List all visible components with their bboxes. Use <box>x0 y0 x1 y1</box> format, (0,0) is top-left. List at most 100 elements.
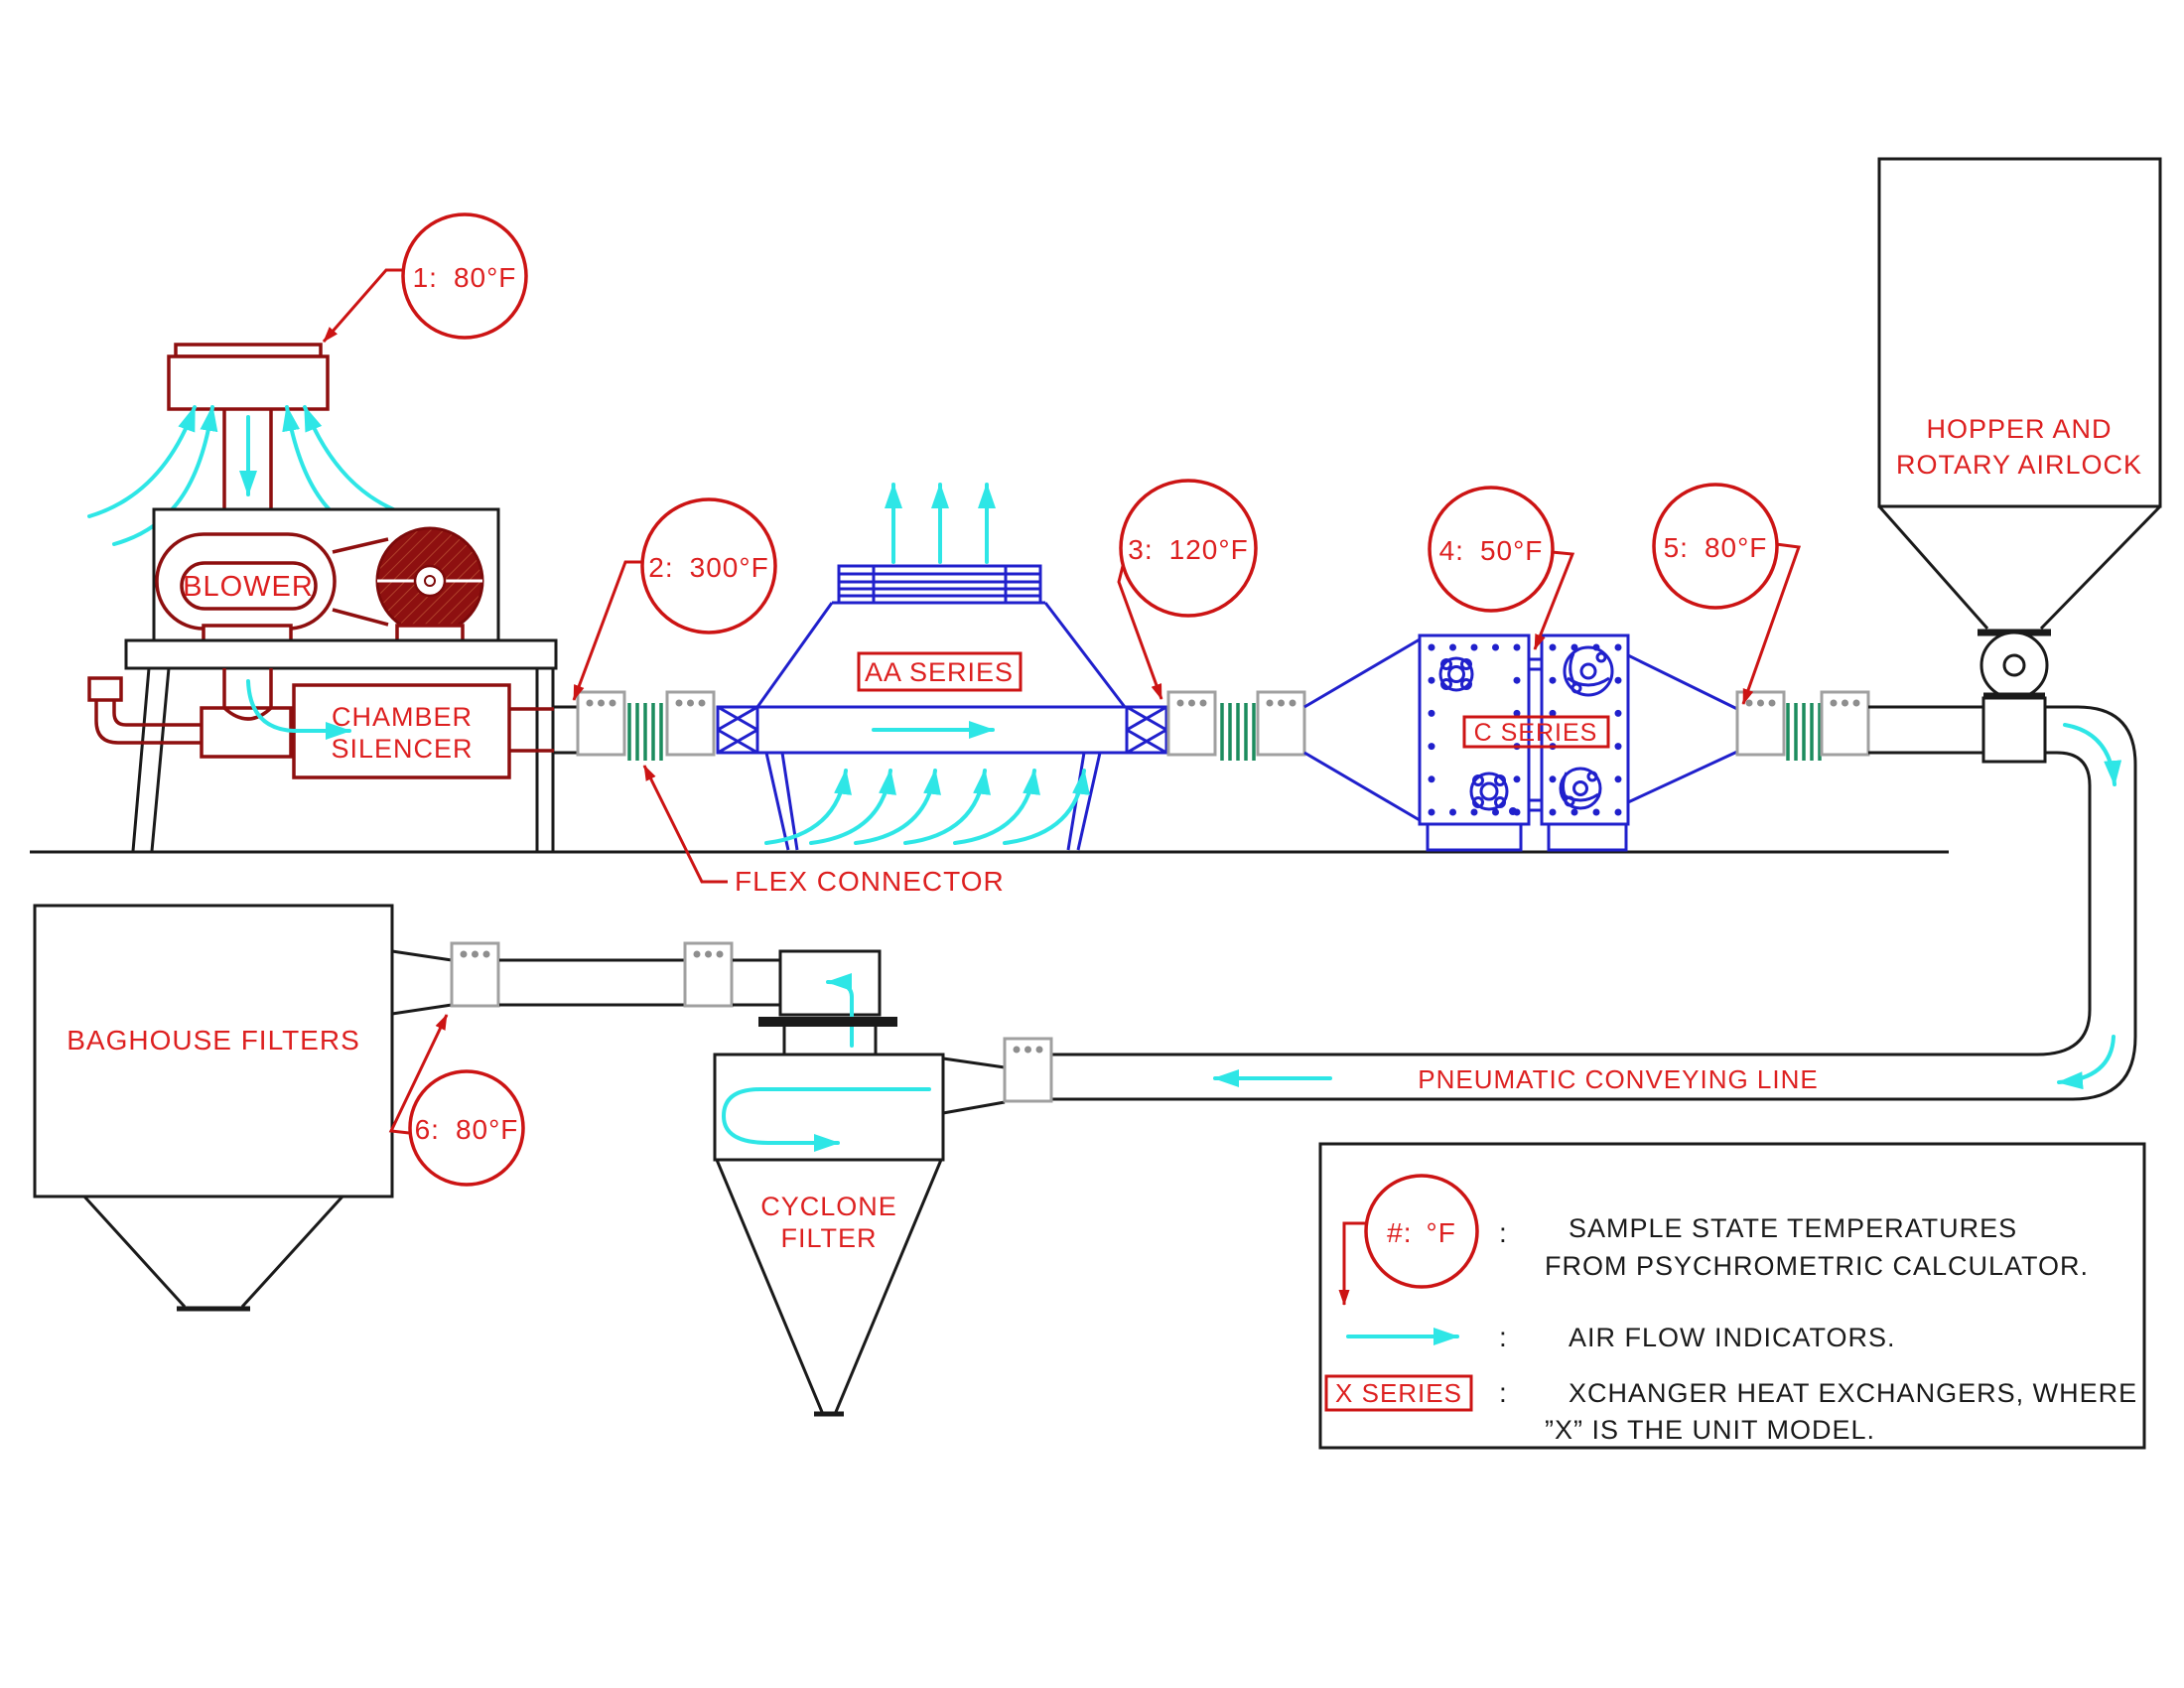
bolt-dot <box>1614 709 1622 717</box>
bolt-dot <box>1614 643 1622 651</box>
bolt-dot <box>1428 743 1435 751</box>
drive-belt <box>332 537 389 627</box>
baghouse-funnel <box>82 1195 344 1309</box>
pipe-stub <box>733 958 780 1007</box>
flex-leader <box>642 765 728 884</box>
leader-2 <box>572 560 643 701</box>
legend-row1-line1: SAMPLE STATE TEMPERATURES <box>1569 1213 2017 1243</box>
aa-legs <box>764 752 1102 851</box>
legend-colon-2: : <box>1499 1322 1508 1352</box>
legend-xseries-label: X SERIES <box>1335 1378 1462 1408</box>
bolt-dot <box>1428 775 1435 783</box>
c-base-left <box>1426 822 1523 852</box>
bolt-dot <box>1428 676 1435 684</box>
outlet-transition <box>1125 705 1168 755</box>
bolt-dot <box>1614 775 1622 783</box>
bolt-dot <box>1549 808 1557 816</box>
duct-segment-3 <box>1735 690 1983 763</box>
stand-right-leg <box>535 668 555 851</box>
aa-label: AA SERIES <box>865 657 1014 687</box>
discharge-box <box>200 706 293 759</box>
hopper-rotary-airlock: HOPPER AND ROTARY AIRLOCK <box>1877 157 2162 700</box>
temp-sample-5: 5:80°F <box>1652 483 1802 705</box>
cyclone-riser <box>782 1027 878 1055</box>
relief-pipe-inner <box>112 700 202 727</box>
c-panel-left <box>1418 633 1531 826</box>
discharge-curve <box>222 706 273 721</box>
chamber-label-line2: SILENCER <box>331 734 473 764</box>
temp-text-3: 3:120°F <box>1128 534 1248 565</box>
silencer-outlet-stubs <box>509 707 554 753</box>
pulley-wheel <box>375 526 484 635</box>
aa-exhaust-arrows <box>885 483 996 564</box>
temp-sample-4: 4:50°F <box>1428 486 1575 650</box>
bolt-dot <box>1570 808 1578 816</box>
aa-duct <box>757 705 1127 755</box>
flex-connector-callout: FLEX CONNECTOR <box>642 765 1004 897</box>
chamber-silencer-box <box>292 683 511 779</box>
flange <box>1003 1037 1053 1103</box>
flange <box>576 690 626 757</box>
flange <box>1166 690 1217 757</box>
bolt-dot <box>1513 676 1521 684</box>
elbow-flow-arrow-left <box>2057 1035 2116 1090</box>
duct-segment-2 <box>1166 637 1421 822</box>
bolt-dot <box>1549 709 1557 717</box>
legend-colon-1: : <box>1499 1217 1508 1248</box>
flange <box>1820 690 1870 757</box>
flex-connector-2 <box>1220 701 1256 763</box>
c-panel-right-ports <box>1559 645 1614 810</box>
baghouse-filters: BAGHOUSE FILTERS <box>33 904 780 1312</box>
intake-filter-plate <box>174 343 323 358</box>
bolt-dot <box>1428 709 1435 717</box>
flex-connector-3 <box>1786 701 1822 763</box>
pipe-outer-edge <box>1052 705 2137 1101</box>
blower-assembly: BLOWER <box>87 343 500 643</box>
c-base-right <box>1547 822 1628 852</box>
bolt-dot <box>1513 709 1521 717</box>
temp-circle-2 <box>640 497 777 634</box>
aa-fan-louver <box>837 564 1042 605</box>
aa-series-exchanger: AA SERIES <box>716 483 1168 851</box>
temp-circle-6 <box>408 1069 525 1187</box>
temp-text-6: 6:80°F <box>415 1114 519 1145</box>
blower-nameplate <box>180 561 318 611</box>
flange <box>683 941 734 1008</box>
bolt-dot <box>1492 643 1499 651</box>
bolt-dot <box>1614 808 1622 816</box>
flex-connector-1 <box>627 701 663 763</box>
cyclone-label-line2: FILTER <box>780 1223 877 1253</box>
bolt-dot <box>1549 676 1557 684</box>
temp-sample-3: 3:120°F <box>1117 479 1258 700</box>
temp-sample-2: 2:300°F <box>572 497 777 701</box>
relief-valve <box>87 676 123 702</box>
bolt-dot <box>1449 643 1456 651</box>
flange <box>450 941 500 1008</box>
bolt-dot <box>1428 808 1435 816</box>
conveying-pipe-loop: PNEUMATIC CONVEYING LINE <box>1052 696 2137 1101</box>
hopper-label-line2: ROTARY AIRLOCK <box>1896 450 2142 480</box>
converging-duct <box>1627 653 1738 804</box>
baghouse-box <box>33 904 394 1198</box>
elbow-flow-arrow-down <box>2063 723 2122 786</box>
temp-text-1: 1:80°F <box>413 262 517 293</box>
leader-4 <box>1533 550 1575 650</box>
temp-circle-1 <box>401 212 528 340</box>
bolt-dot <box>1549 643 1557 651</box>
cyclone-top-flange <box>758 1017 897 1027</box>
legend-row1-line2: FROM PSYCHROMETRIC CALCULATOR. <box>1545 1251 2089 1281</box>
temp-text-2: 2:300°F <box>648 552 768 583</box>
duct-start <box>554 705 578 755</box>
hopper-funnel <box>1877 504 2162 631</box>
duct-segment-1 <box>554 690 716 763</box>
temp-circle-4 <box>1428 486 1555 613</box>
bolt-dot <box>1592 808 1600 816</box>
diverging-duct <box>1303 637 1421 822</box>
rotary-airlock-shaft <box>2002 653 2026 677</box>
legend-row3-line1: XCHANGER HEAT EXCHANGERS, WHERE <box>1569 1378 2137 1408</box>
relief-pipe-outer <box>94 700 202 745</box>
legend-xseries-box <box>1324 1374 1473 1412</box>
leader-5 <box>1741 542 1802 705</box>
temp-text-5: 5:80°F <box>1664 532 1768 563</box>
